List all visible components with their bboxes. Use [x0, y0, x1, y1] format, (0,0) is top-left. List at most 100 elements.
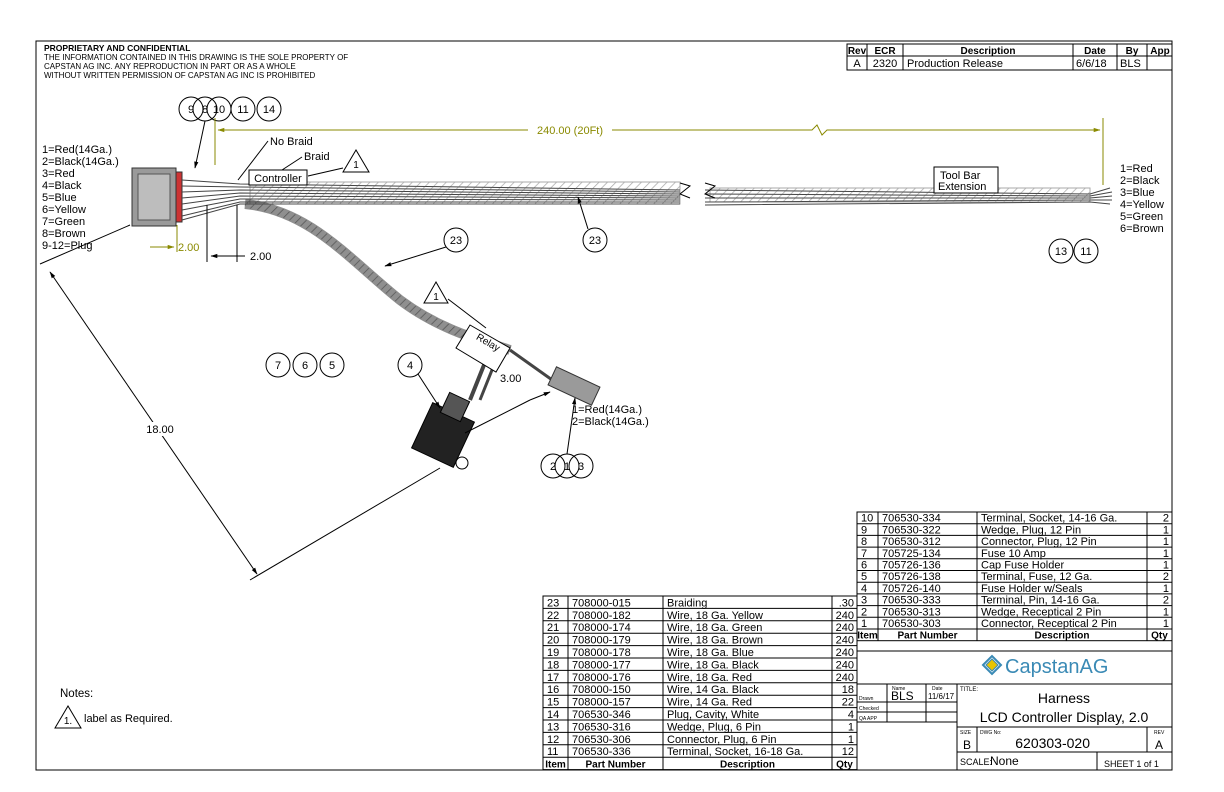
bom-cell: 708000-157 — [572, 697, 631, 709]
bom-cell: 13 — [547, 721, 559, 733]
drawn-date: 11/6/17 — [928, 692, 955, 701]
pin-3: 3=Red — [42, 168, 75, 180]
balloon-8: 8 — [202, 104, 208, 116]
rev-date: 6/6/18 — [1076, 58, 1107, 70]
rev-by: BLS — [1120, 58, 1141, 70]
balloon-6: 6 — [302, 360, 308, 372]
balloon-23b: 23 — [589, 235, 601, 247]
bom-cell: 4 — [848, 709, 854, 721]
dim-2a: 2.00 — [178, 242, 199, 254]
bom-cell: 705726-136 — [882, 560, 941, 572]
bom-cell: 12 — [547, 734, 559, 746]
bom-cell: 22 — [842, 697, 854, 709]
bom-cell: 708000-178 — [572, 647, 631, 659]
rev-header-rev: Rev — [848, 46, 867, 57]
notes: Notes: — [60, 688, 93, 700]
bom-cell: 706530-303 — [882, 618, 941, 630]
rev-ecr: 2320 — [873, 58, 897, 70]
pin-4: 4=Black — [42, 180, 82, 192]
bom-cell: Wire, 14 Ga. Red — [667, 697, 752, 709]
bom-cell: 706530-322 — [882, 524, 941, 536]
balloon-1: 1 — [564, 461, 570, 473]
rev-header-by: By — [1126, 46, 1139, 57]
balloon-2: 2 — [550, 461, 556, 473]
rev-header-ecr: ECR — [874, 46, 896, 57]
bom-header: Part Number — [585, 760, 645, 771]
pin-6: 6=Yellow — [42, 204, 86, 216]
bom-cell: 1 — [1163, 524, 1169, 536]
bom-cell: 1 — [1163, 583, 1169, 595]
bom-cell: 1 — [861, 618, 867, 630]
bom-cell: Cap Fuse Holder — [981, 560, 1064, 572]
note-triangle-1: 1 — [353, 160, 359, 171]
dwg-label: DWG No: — [980, 730, 1001, 736]
bom-cell: 16 — [547, 684, 559, 696]
bom-cell: 240 — [836, 672, 854, 684]
balloon-10: 10 — [213, 104, 225, 116]
bom-header: Item — [857, 631, 878, 642]
bom-cell: 240 — [836, 635, 854, 647]
bom-cell: Wire, 18 Ga. Green — [667, 622, 762, 634]
bom-cell: 22 — [547, 610, 559, 622]
bom-cell: 240 — [836, 622, 854, 634]
title-line2: LCD Controller Display, 2.0 — [980, 709, 1149, 725]
bom-cell: Terminal, Pin, 14-16 Ga. — [981, 595, 1100, 607]
bom-cell: Connector, Plug, 6 Pin — [667, 734, 776, 746]
bom-cell: .30 — [839, 597, 854, 609]
bom-cell: Braiding — [667, 597, 707, 609]
bom-cell: 23 — [547, 597, 559, 609]
rev-value: A — [853, 58, 861, 70]
bom-cell: 4 — [861, 583, 867, 595]
balloon-13: 13 — [1055, 246, 1067, 258]
balloon-23a: 23 — [450, 235, 462, 247]
bom-header: Item — [545, 760, 566, 771]
scale-label: SCALE: — [960, 757, 992, 767]
bom-cell: Wire, 18 Ga. Black — [667, 659, 759, 671]
bom-cell: 1 — [1163, 618, 1169, 630]
dim-2b: 2.00 — [250, 251, 271, 263]
bom-cell: 706530-336 — [572, 746, 631, 758]
rev-header-description: Description — [960, 46, 1015, 57]
proprietary-notice: PROPRIETARY AND CONFIDENTIAL THE INFORMA… — [44, 44, 348, 81]
size-label: SIZE — [960, 730, 972, 736]
bom-cell: 18 — [842, 684, 854, 696]
notes-num: 1. — [64, 716, 72, 727]
bom-cell: 2 — [1163, 513, 1169, 525]
bom-cell: 19 — [547, 647, 559, 659]
bom-cell: Wedge, Receptical 2 Pin — [981, 606, 1101, 618]
controller-label: Controller — [254, 173, 302, 185]
toolbar-ext-line2: Extension — [938, 181, 986, 193]
bom-cell: 6 — [861, 560, 867, 572]
bom-cell: 240 — [836, 647, 854, 659]
bom-cell: 2 — [861, 606, 867, 618]
revision-block: Rev ECR Description Date By App A 2320 P… — [846, 43, 1173, 71]
rpin-3: 3=Blue — [1120, 187, 1155, 199]
rpin-5: 5=Green — [1120, 211, 1163, 223]
bom-cell: Terminal, Fuse, 12 Ga. — [981, 571, 1092, 583]
dim-3: 3.00 — [500, 373, 521, 385]
bom-cell: 708000-150 — [572, 684, 631, 696]
bom-header: Qty — [836, 760, 853, 771]
size-value: B — [963, 738, 971, 752]
relay-assembly: 1 Relay 3.00 — [410, 280, 601, 470]
balloon-14: 14 — [263, 104, 275, 116]
bom-header: Description — [1034, 631, 1089, 642]
dim-2-00: 2.00 2.00 — [150, 205, 271, 263]
bom-cell: 708000-179 — [572, 635, 631, 647]
bom-cell: 9 — [861, 524, 867, 536]
braid-labels: No Braid Braid Controller 1 — [237, 136, 370, 186]
bom-cell: 705726-140 — [882, 583, 941, 595]
notes-title: Notes: — [60, 688, 94, 700]
bom-cell: Fuse 10 Amp — [981, 548, 1046, 560]
braid-label: Braid — [304, 151, 330, 163]
bom-cell: 706530-306 — [572, 734, 631, 746]
bom-cell: 706530-316 — [572, 721, 631, 733]
bom-cell: 7 — [861, 548, 867, 560]
balloons-top: 9 8 10 11 14 — [178, 96, 282, 169]
bom-header: Description — [720, 760, 775, 771]
pin-8: 8=Brown — [42, 228, 86, 240]
date-label: Date — [932, 686, 943, 692]
bottom-pinout: 1=Red(14Ga.) 2=Black(14Ga.) 2 1 3 — [540, 397, 649, 479]
bom-cell: 21 — [547, 622, 559, 634]
bom-cell: Wedge, Plug, 12 Pin — [981, 524, 1081, 536]
